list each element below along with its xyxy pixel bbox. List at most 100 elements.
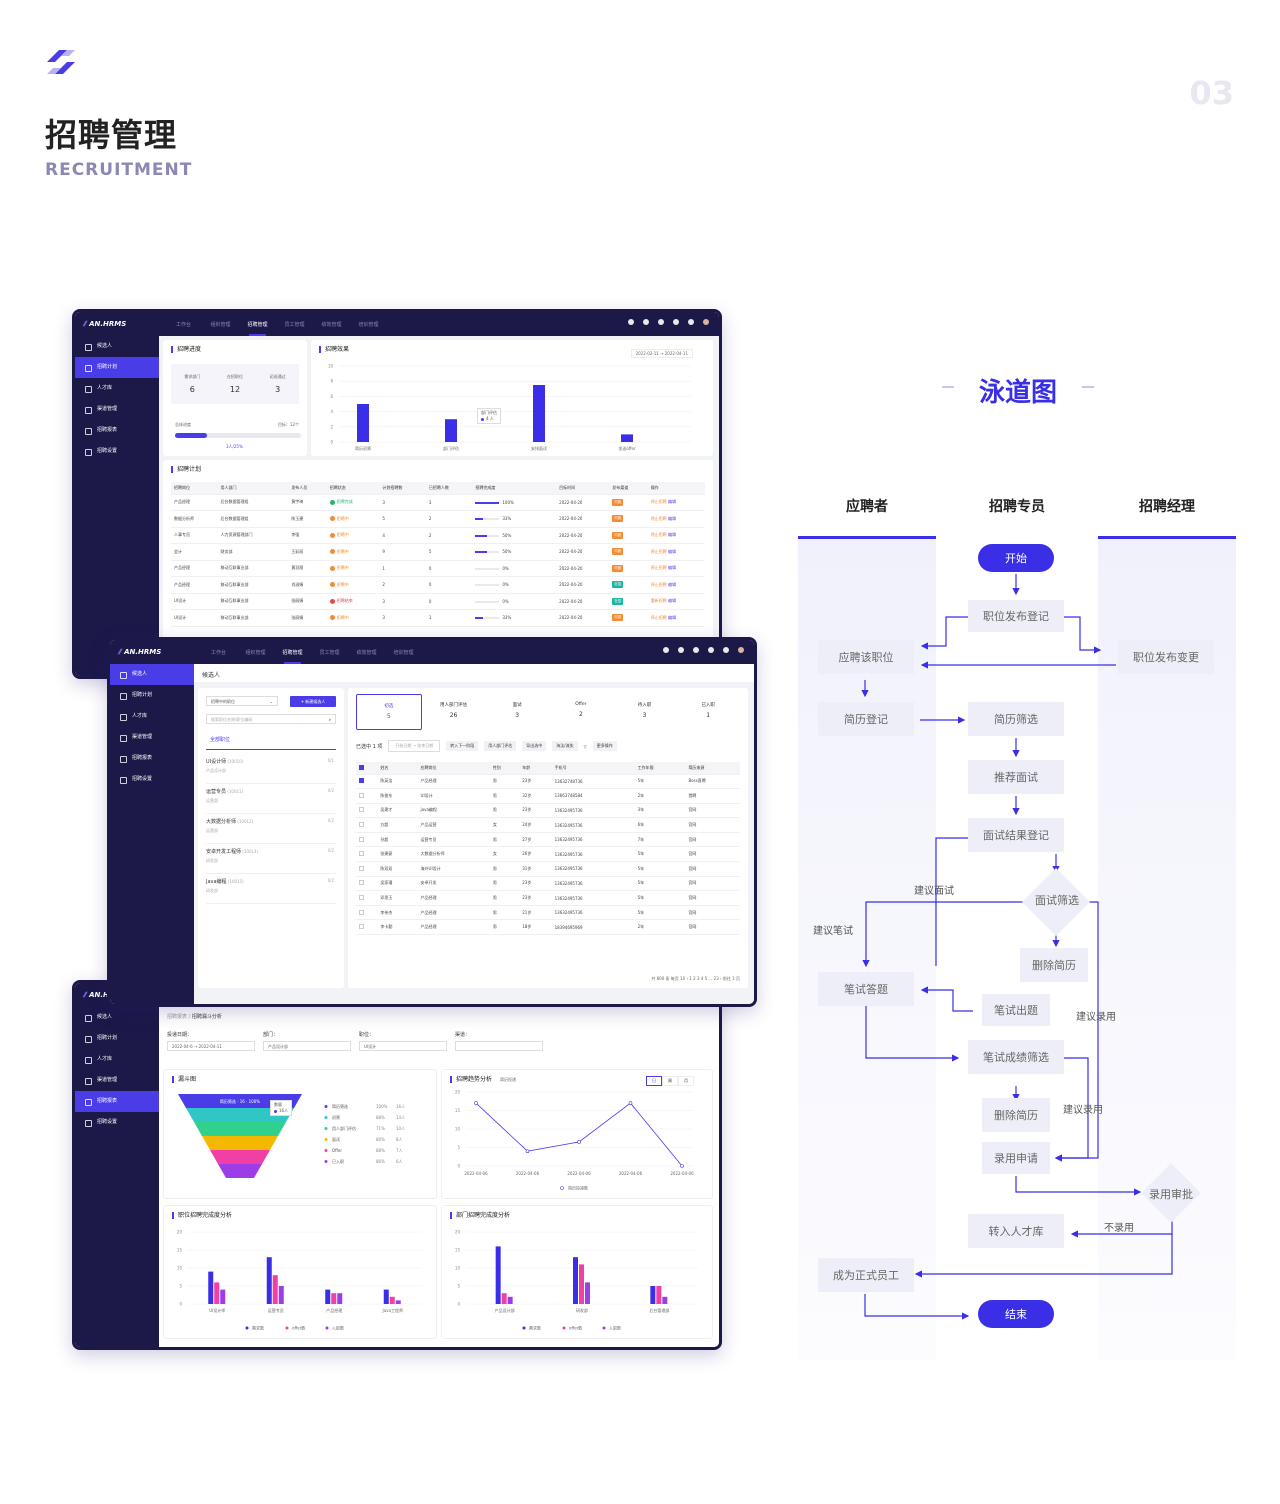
row-checkbox[interactable] <box>359 807 364 813</box>
stop-recruit-link[interactable]: 停止招聘 <box>650 532 667 538</box>
tab-week[interactable]: 周 <box>662 1076 678 1086</box>
sidebar-item-talent[interactable]: 人才库 <box>75 378 159 399</box>
edit-link[interactable]: 编辑 <box>667 499 676 505</box>
nav-workbench[interactable]: 工作台 <box>210 649 226 656</box>
edit-link[interactable]: 编辑 <box>667 532 676 538</box>
nav-org[interactable]: 组织管理 <box>245 649 266 656</box>
row-checkbox[interactable] <box>359 909 364 915</box>
bell-icon[interactable] <box>673 319 679 325</box>
sidebar-item-reports[interactable]: 招聘报表 <box>75 420 159 441</box>
user-icon[interactable] <box>678 647 684 653</box>
stop-recruit-link[interactable]: 重新招聘 <box>650 598 667 604</box>
calendar-icon[interactable] <box>658 319 664 325</box>
filter-icon[interactable]: ▽ <box>583 743 587 749</box>
more-actions-button[interactable]: 更多操作 <box>592 741 617 751</box>
position-filter-select[interactable]: 招聘中的职位⌄ <box>206 696 278 706</box>
row-checkbox[interactable] <box>359 792 364 798</box>
sidebar-item-channels[interactable]: 渠道管理 <box>75 1070 159 1091</box>
channel-select[interactable] <box>455 1041 543 1051</box>
node-recommend[interactable]: 推荐面试 <box>968 760 1064 794</box>
sidebar-item-reports[interactable]: 招聘报表 <box>110 748 194 769</box>
stop-recruit-link[interactable]: 停止招聘 <box>650 614 667 620</box>
nav-recruitment[interactable]: 招聘管理 <box>274 649 311 664</box>
search-icon[interactable] <box>663 647 669 653</box>
next-stage-button[interactable]: 转入下一阶段 <box>446 741 479 751</box>
node-interview-screen[interactable]: 面试筛选 <box>1035 894 1079 907</box>
search-icon[interactable]: ⌕ <box>328 717 331 722</box>
edit-link[interactable]: 编辑 <box>667 598 676 604</box>
node-delete-resume-2[interactable]: 删除简历 <box>982 1098 1050 1132</box>
trend-type-select[interactable]: 简历投递 <box>500 1077 516 1082</box>
row-checkbox[interactable] <box>359 836 364 842</box>
sidebar-item-settings[interactable]: 招聘设置 <box>110 769 194 790</box>
all-positions-tab[interactable]: 全部职位 <box>206 736 336 750</box>
flow-start-button[interactable]: 开始 <box>978 544 1054 572</box>
node-delete-resume-1[interactable]: 删除简历 <box>1020 948 1088 982</box>
date-range-input[interactable]: 开始日期 → 结束日期 <box>388 740 441 752</box>
nav-workbench[interactable]: 工作台 <box>175 321 191 328</box>
sidebar-item-channels[interactable]: 渠道管理 <box>110 727 194 748</box>
sidebar-item-candidates[interactable]: 候选人 <box>110 664 194 685</box>
position-search-input[interactable]: 搜索职位名称/职位编码⌕ <box>206 714 336 724</box>
flow-end-button[interactable]: 结束 <box>978 1300 1054 1328</box>
node-talent-pool[interactable]: 转入人才库 <box>968 1214 1064 1248</box>
sidebar-item-plan[interactable]: 招聘计划 <box>75 1028 159 1049</box>
nav-recruitment[interactable]: 招聘管理 <box>239 321 276 336</box>
row-checkbox[interactable] <box>359 822 364 828</box>
date-range-input[interactable]: 2022-04-6 → 2022-04-11 <box>167 1041 255 1051</box>
row-checkbox[interactable] <box>359 778 364 784</box>
new-candidate-button[interactable]: + 新建候选人 <box>290 696 336 707</box>
node-hire-approve[interactable]: 录用审批 <box>1149 1188 1193 1201</box>
row-checkbox[interactable] <box>359 865 364 871</box>
edit-link[interactable]: 编辑 <box>667 565 676 571</box>
tab-day[interactable]: 日 <box>646 1076 662 1086</box>
node-resume-register[interactable]: 简历登记 <box>818 702 914 736</box>
nav-training[interactable]: 培训管理 <box>393 649 414 656</box>
date-range-picker[interactable]: 2022-02-11 → 2022-04-11 <box>630 349 693 358</box>
node-publish[interactable]: 职位发布登记 <box>968 600 1064 632</box>
nav-org[interactable]: 组织管理 <box>210 321 231 328</box>
nav-employee[interactable]: 员工管理 <box>284 321 305 328</box>
sidebar-item-plan[interactable]: 招聘计划 <box>75 357 159 378</box>
select-all-checkbox[interactable] <box>359 764 364 770</box>
dept-eval-button[interactable]: 用人部门评估 <box>484 741 517 751</box>
eliminate-button[interactable]: 淘汰/流失 <box>552 741 578 751</box>
row-checkbox[interactable] <box>359 851 364 857</box>
gear-icon[interactable] <box>723 647 729 653</box>
app-brand[interactable]: ⫽AN.HRMS <box>83 319 127 329</box>
node-exam-screen[interactable]: 笔试成绩筛选 <box>968 1040 1064 1074</box>
sidebar-item-candidates[interactable]: 候选人 <box>75 1007 159 1028</box>
row-checkbox[interactable] <box>359 924 364 930</box>
node-resume-screen[interactable]: 简历筛选 <box>968 702 1064 736</box>
sidebar-item-reports[interactable]: 招聘报表 <box>75 1091 159 1112</box>
stop-recruit-link[interactable]: 停止招聘 <box>650 581 667 587</box>
node-change[interactable]: 职位发布变更 <box>1118 640 1214 674</box>
stop-recruit-link[interactable]: 停止招聘 <box>650 565 667 571</box>
avatar[interactable] <box>703 319 709 325</box>
node-apply[interactable]: 应聘该职位 <box>818 640 914 674</box>
sidebar-item-plan[interactable]: 招聘计划 <box>110 685 194 706</box>
edit-link[interactable]: 编辑 <box>667 614 676 620</box>
node-employee[interactable]: 成为正式员工 <box>818 1258 914 1292</box>
sidebar-item-talent[interactable]: 人才库 <box>75 1049 159 1070</box>
sidebar-item-settings[interactable]: 招聘设置 <box>75 441 159 462</box>
stop-recruit-link[interactable]: 停止招聘 <box>650 515 667 521</box>
avatar[interactable] <box>738 647 744 653</box>
bell-icon[interactable] <box>708 647 714 653</box>
nav-performance[interactable]: 绩效管理 <box>321 321 342 328</box>
